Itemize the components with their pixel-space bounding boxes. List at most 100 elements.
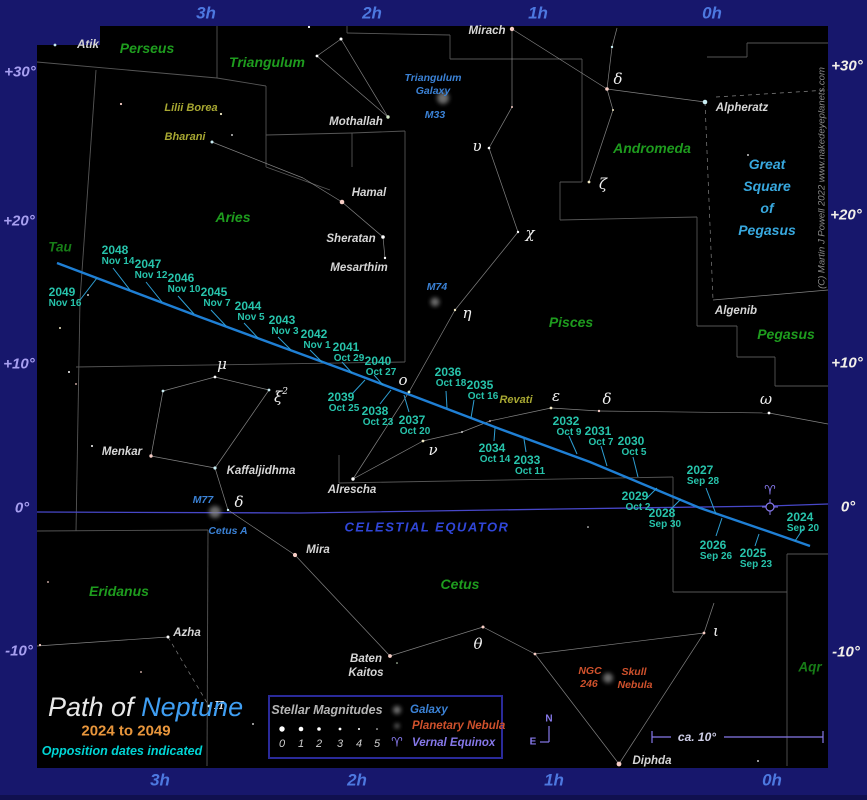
opposition-year: 2032 bbox=[553, 414, 580, 428]
label-perseus: Perseus bbox=[120, 40, 175, 56]
constellation-boundary bbox=[36, 61, 218, 79]
constellation-line bbox=[302, 177, 343, 203]
greek-letter: ν bbox=[428, 441, 437, 459]
constellation-boundary bbox=[265, 166, 331, 191]
opposition-date: Oct 7 bbox=[588, 437, 613, 448]
star bbox=[383, 256, 387, 260]
constellation-line bbox=[352, 440, 424, 480]
opposition-tick bbox=[523, 438, 527, 453]
label-nebula: Nebula bbox=[617, 679, 652, 691]
constellation-line bbox=[227, 509, 296, 556]
ra-label-top: 2h bbox=[361, 4, 382, 23]
opposition-date: Sep 23 bbox=[740, 559, 773, 570]
label-kaffaljidhma: Kaffaljidhma bbox=[227, 465, 296, 477]
star bbox=[489, 420, 491, 422]
star bbox=[226, 508, 230, 512]
opposition-tick bbox=[715, 517, 723, 537]
label-azha: Azha bbox=[172, 627, 201, 639]
copyright-text: (C) Martin J Powell 2022 www.nakedeyepla… bbox=[817, 67, 828, 289]
label-of: of bbox=[760, 200, 775, 216]
constellation-line bbox=[150, 455, 216, 469]
star bbox=[487, 146, 491, 150]
legend-item-label: Galaxy bbox=[410, 704, 448, 716]
magnitude-number: 3 bbox=[337, 738, 344, 750]
label-m33: M33 bbox=[425, 109, 446, 121]
opposition-tick bbox=[373, 374, 384, 386]
star bbox=[388, 654, 392, 658]
dec-label-right: +10° bbox=[831, 355, 863, 372]
star bbox=[75, 383, 77, 385]
page-title: Path of Neptune bbox=[48, 692, 243, 722]
magnitude-number: 0 bbox=[279, 738, 286, 750]
constellation-line bbox=[382, 236, 386, 259]
star bbox=[339, 37, 343, 41]
opposition-date: Oct 25 bbox=[329, 403, 360, 414]
label-n: N bbox=[545, 714, 552, 725]
opposition-tick bbox=[112, 267, 131, 291]
opposition-tick bbox=[379, 389, 392, 405]
opposition-year: 2047 bbox=[135, 257, 162, 271]
opposition-date: Oct 29 bbox=[334, 353, 365, 364]
opposition-tick bbox=[754, 533, 760, 547]
constellation-line bbox=[294, 554, 391, 657]
magnitude-dot bbox=[317, 727, 321, 731]
label-great: Great bbox=[749, 156, 787, 172]
opposition-tick bbox=[445, 390, 448, 409]
greek-letter: θ bbox=[473, 635, 482, 653]
magnitude-dot bbox=[357, 727, 361, 731]
opposition-year: 2039 bbox=[328, 390, 355, 404]
opposition-date: Nov 16 bbox=[49, 298, 82, 309]
constellation-line bbox=[214, 467, 229, 511]
constellation-line bbox=[316, 55, 389, 118]
label-sheratan: Sheratan bbox=[326, 233, 375, 245]
label-tau: Tau bbox=[48, 240, 72, 255]
greek-letter: δ bbox=[602, 390, 611, 408]
ra-label-top: 0h bbox=[702, 4, 722, 23]
constellation-line bbox=[340, 38, 389, 118]
star bbox=[587, 180, 591, 184]
opposition-year: 2033 bbox=[514, 453, 541, 467]
opposition-year: 2035 bbox=[467, 378, 494, 392]
label-andromeda: Andromeda bbox=[612, 140, 691, 156]
star bbox=[351, 477, 355, 481]
star bbox=[549, 406, 553, 410]
constellation-line bbox=[454, 231, 519, 311]
opposition-year: 2045 bbox=[201, 285, 228, 299]
constellation-line bbox=[352, 391, 410, 480]
opposition-tick bbox=[351, 379, 366, 395]
star bbox=[166, 635, 170, 639]
opposition-date: Oct 11 bbox=[515, 466, 545, 477]
greek-letter: δ bbox=[613, 70, 622, 88]
ra-label-bottom: 3h bbox=[150, 771, 170, 790]
label-galaxy: Galaxy bbox=[416, 85, 452, 97]
label-square: Square bbox=[743, 178, 791, 194]
legend-item-label: Vernal Equinox bbox=[412, 737, 496, 749]
constellation-line bbox=[214, 376, 270, 391]
legend-title: Stellar Magnitudes bbox=[271, 703, 382, 717]
dec-label-left: -10° bbox=[5, 643, 34, 660]
star bbox=[307, 25, 311, 29]
opposition-tick bbox=[177, 295, 195, 315]
star bbox=[161, 389, 165, 393]
star bbox=[339, 199, 345, 205]
opposition-tick bbox=[79, 277, 98, 301]
constellation-line-dashed bbox=[715, 89, 829, 98]
opposition-date: Sep 20 bbox=[787, 523, 820, 534]
star bbox=[597, 409, 601, 413]
magnitude-dot bbox=[298, 726, 304, 732]
opposition-tick bbox=[645, 487, 658, 500]
ra-label-top: 3h bbox=[196, 4, 216, 23]
constellation-boundary bbox=[206, 529, 209, 767]
deep-sky-object bbox=[209, 506, 221, 518]
constellation-line bbox=[211, 141, 304, 179]
label-revati: Revati bbox=[499, 394, 533, 406]
constellation-line bbox=[511, 28, 608, 90]
constellation-line bbox=[489, 407, 552, 422]
label-aries: Aries bbox=[214, 209, 250, 225]
greek-letter: η bbox=[463, 304, 472, 322]
chart-area bbox=[37, 26, 828, 768]
label-alrescha: Alrescha bbox=[327, 484, 377, 496]
opposition-year: 2040 bbox=[365, 354, 392, 368]
opposition-date: Nov 10 bbox=[168, 284, 201, 295]
constellation-line-dashed bbox=[704, 101, 714, 301]
